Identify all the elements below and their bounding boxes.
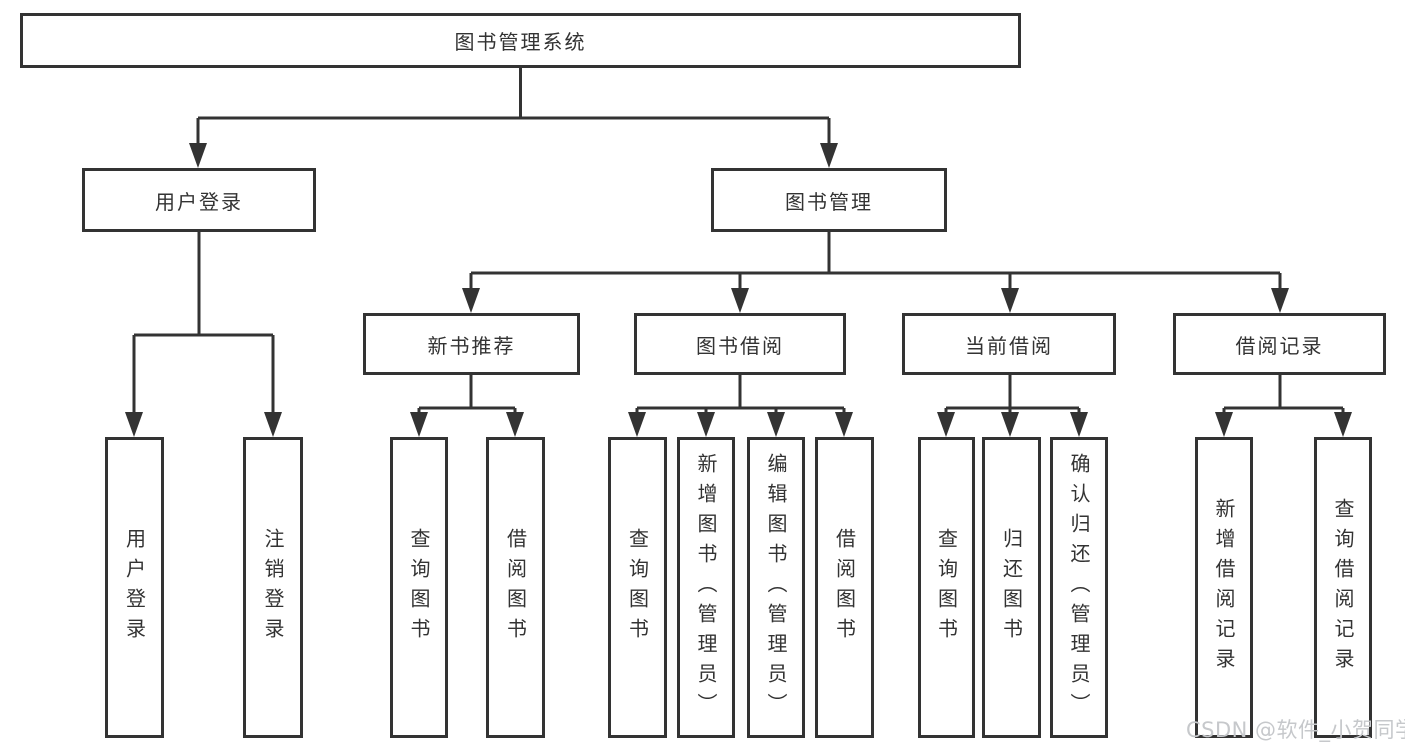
arrow-icon	[628, 412, 646, 437]
node-book-management: 图书管理	[711, 168, 947, 232]
node-user-login: 用户登录	[82, 168, 316, 232]
node-label: 借阅图书	[503, 527, 528, 648]
node-current-borrowing: 当前借阅	[902, 313, 1116, 375]
arrow-icon	[1334, 412, 1352, 437]
arrow-icon	[189, 143, 207, 168]
leaf-recommend-borrow-books: 借阅图书	[486, 437, 545, 738]
node-label: 新书推荐	[427, 333, 516, 358]
node-label: 归还图书	[999, 527, 1024, 648]
node-label: 用户登录	[122, 527, 147, 648]
leaf-confirm-return-admin: 确认归还（管理员）	[1050, 437, 1108, 738]
node-label: 当前借阅	[965, 333, 1053, 358]
node-label: 新增借阅记录	[1212, 497, 1236, 678]
leaf-borrow-books: 借阅图书	[815, 437, 874, 738]
node-label: 编辑图书（管理员）	[764, 452, 788, 723]
node-new-book-recommendation: 新书推荐	[363, 313, 580, 375]
node-label: 查询图书	[407, 527, 431, 648]
leaf-borrow-query-books: 查询图书	[608, 437, 667, 738]
arrow-icon	[820, 143, 838, 168]
arrow-icon	[1070, 412, 1088, 437]
node-label: 图书管理	[785, 189, 873, 214]
node-label: 注销登录	[261, 527, 285, 648]
node-label: 图书管理系统	[454, 30, 587, 54]
node-label: 借阅图书	[832, 527, 857, 648]
arrow-icon	[731, 288, 749, 313]
arrow-icon	[125, 412, 143, 437]
node-label: 用户登录	[155, 189, 243, 214]
watermark: CSDN @软件_小贺同学	[1186, 718, 1405, 742]
leaf-query-borrow-record: 查询借阅记录	[1314, 437, 1372, 738]
arrow-icon	[697, 412, 715, 437]
leaf-return-books: 归还图书	[982, 437, 1041, 738]
node-label: 图书借阅	[696, 333, 784, 358]
node-borrowing-records: 借阅记录	[1173, 313, 1386, 375]
arrow-icon	[506, 412, 524, 437]
arrow-icon	[1001, 412, 1019, 437]
arrow-icon	[937, 412, 955, 437]
node-label: 确认归还（管理员）	[1067, 452, 1091, 723]
leaf-current-query-books: 查询图书	[918, 437, 975, 738]
arrow-icon	[835, 412, 853, 437]
leaf-user-login: 用户登录	[105, 437, 164, 738]
arrow-icon	[1215, 412, 1233, 437]
arrow-icon	[462, 288, 480, 313]
leaf-recommend-query-books: 查询图书	[390, 437, 448, 738]
node-label: 查询借阅记录	[1331, 497, 1355, 678]
leaf-logout: 注销登录	[243, 437, 303, 738]
node-book-borrowing: 图书借阅	[634, 313, 846, 375]
arrow-icon	[767, 412, 785, 437]
arrow-icon	[264, 412, 282, 437]
node-label: 查询图书	[934, 527, 959, 648]
node-library-system: 图书管理系统	[20, 13, 1021, 68]
arrow-icon	[410, 412, 428, 437]
node-label: 新增图书（管理员）	[694, 452, 718, 723]
arrow-icon	[1271, 288, 1289, 313]
leaf-edit-book-admin: 编辑图书（管理员）	[747, 437, 805, 738]
leaf-add-borrow-record: 新增借阅记录	[1195, 437, 1253, 738]
node-label: 借阅记录	[1235, 333, 1324, 358]
node-label: 查询图书	[625, 527, 650, 648]
leaf-add-book-admin: 新增图书（管理员）	[677, 437, 735, 738]
arrow-icon	[1001, 288, 1019, 313]
